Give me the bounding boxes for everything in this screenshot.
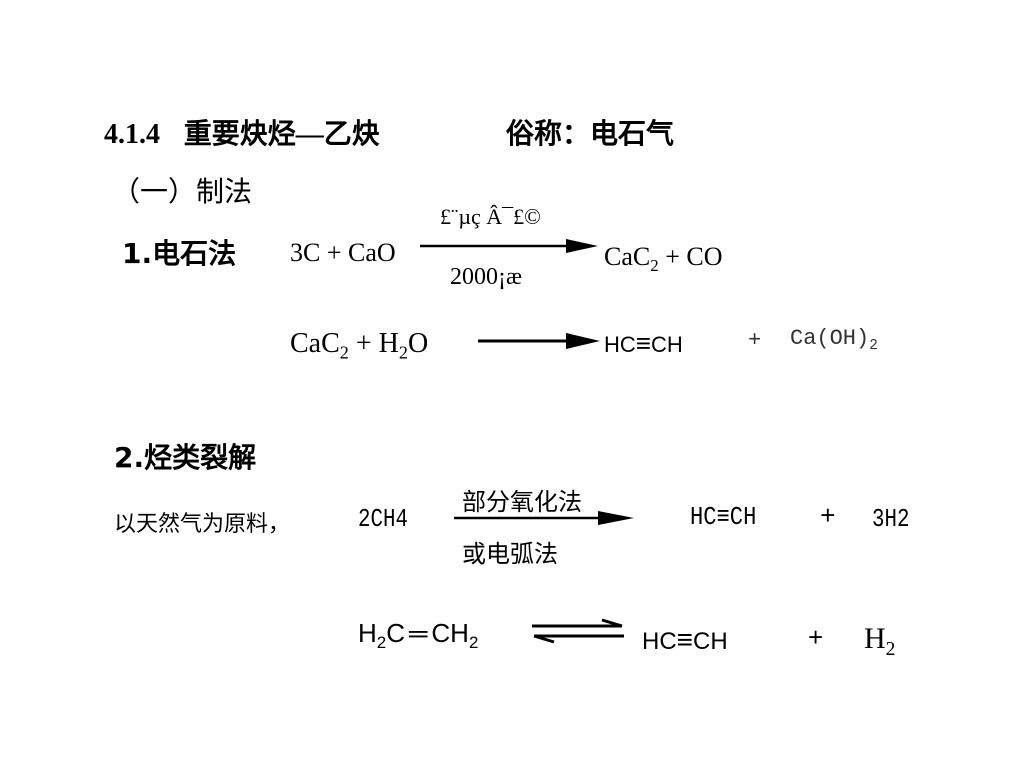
reaction3-condition-bottom: 或电弧法: [462, 540, 558, 568]
title-dash: —: [295, 119, 324, 150]
section-number: 4.1.4: [104, 119, 160, 150]
reaction1-arrow: [420, 239, 598, 253]
reaction1-reactants: 3C + CaO: [290, 238, 396, 267]
reaction3-arrow: [454, 511, 634, 525]
reaction2-arrow: [478, 333, 600, 349]
triple-bond: ≡: [716, 502, 730, 532]
title-part-a: 重要炔烃: [183, 117, 296, 150]
title-part-b: 乙炔: [323, 117, 380, 150]
reaction4-hydrogen: H2: [864, 622, 896, 660]
common-name: 俗称：电石气: [506, 117, 675, 150]
acetylene-product: HC≡CH: [604, 328, 683, 358]
reaction3-reactant: 2CH4: [358, 504, 408, 534]
reaction1-condition-top: £¨µç Â¯£©: [440, 204, 541, 229]
reaction1-condition-bottom: 2000¡æ: [450, 264, 522, 290]
double-bond: ═: [408, 618, 428, 648]
method1-label: 1.电石法: [122, 237, 237, 270]
reaction3-condition-top: 部分氧化法: [462, 488, 582, 516]
reaction2-plus: +: [748, 328, 762, 353]
ethylene-reactant: H2C═CH2: [358, 618, 479, 652]
method2-intro: 以天然气为原料，: [114, 512, 291, 537]
reaction4-plus: +: [808, 622, 824, 652]
section-title: （一）制法: [112, 175, 253, 208]
triple-bond: ≡: [676, 624, 694, 655]
reaction3-hydrogen: 3H2: [872, 504, 910, 534]
reaction1-products: CaC2 + CO: [604, 242, 723, 275]
reaction4-acetylene: HC≡CH: [642, 624, 728, 655]
calcium-hydroxide: Ca(OH)2: [790, 326, 878, 354]
equilibrium-arrow: [532, 618, 624, 644]
page-title: 4.1.4 重要炔烃—乙炔: [104, 112, 380, 152]
triple-bond: ≡: [635, 328, 651, 358]
method2-label: 2.烃类裂解: [114, 441, 257, 474]
reaction2-reactants: CaC2 + H2O: [290, 328, 429, 363]
reaction3-acetylene: HC≡CH: [690, 502, 757, 532]
reaction3-plus: +: [820, 502, 836, 532]
